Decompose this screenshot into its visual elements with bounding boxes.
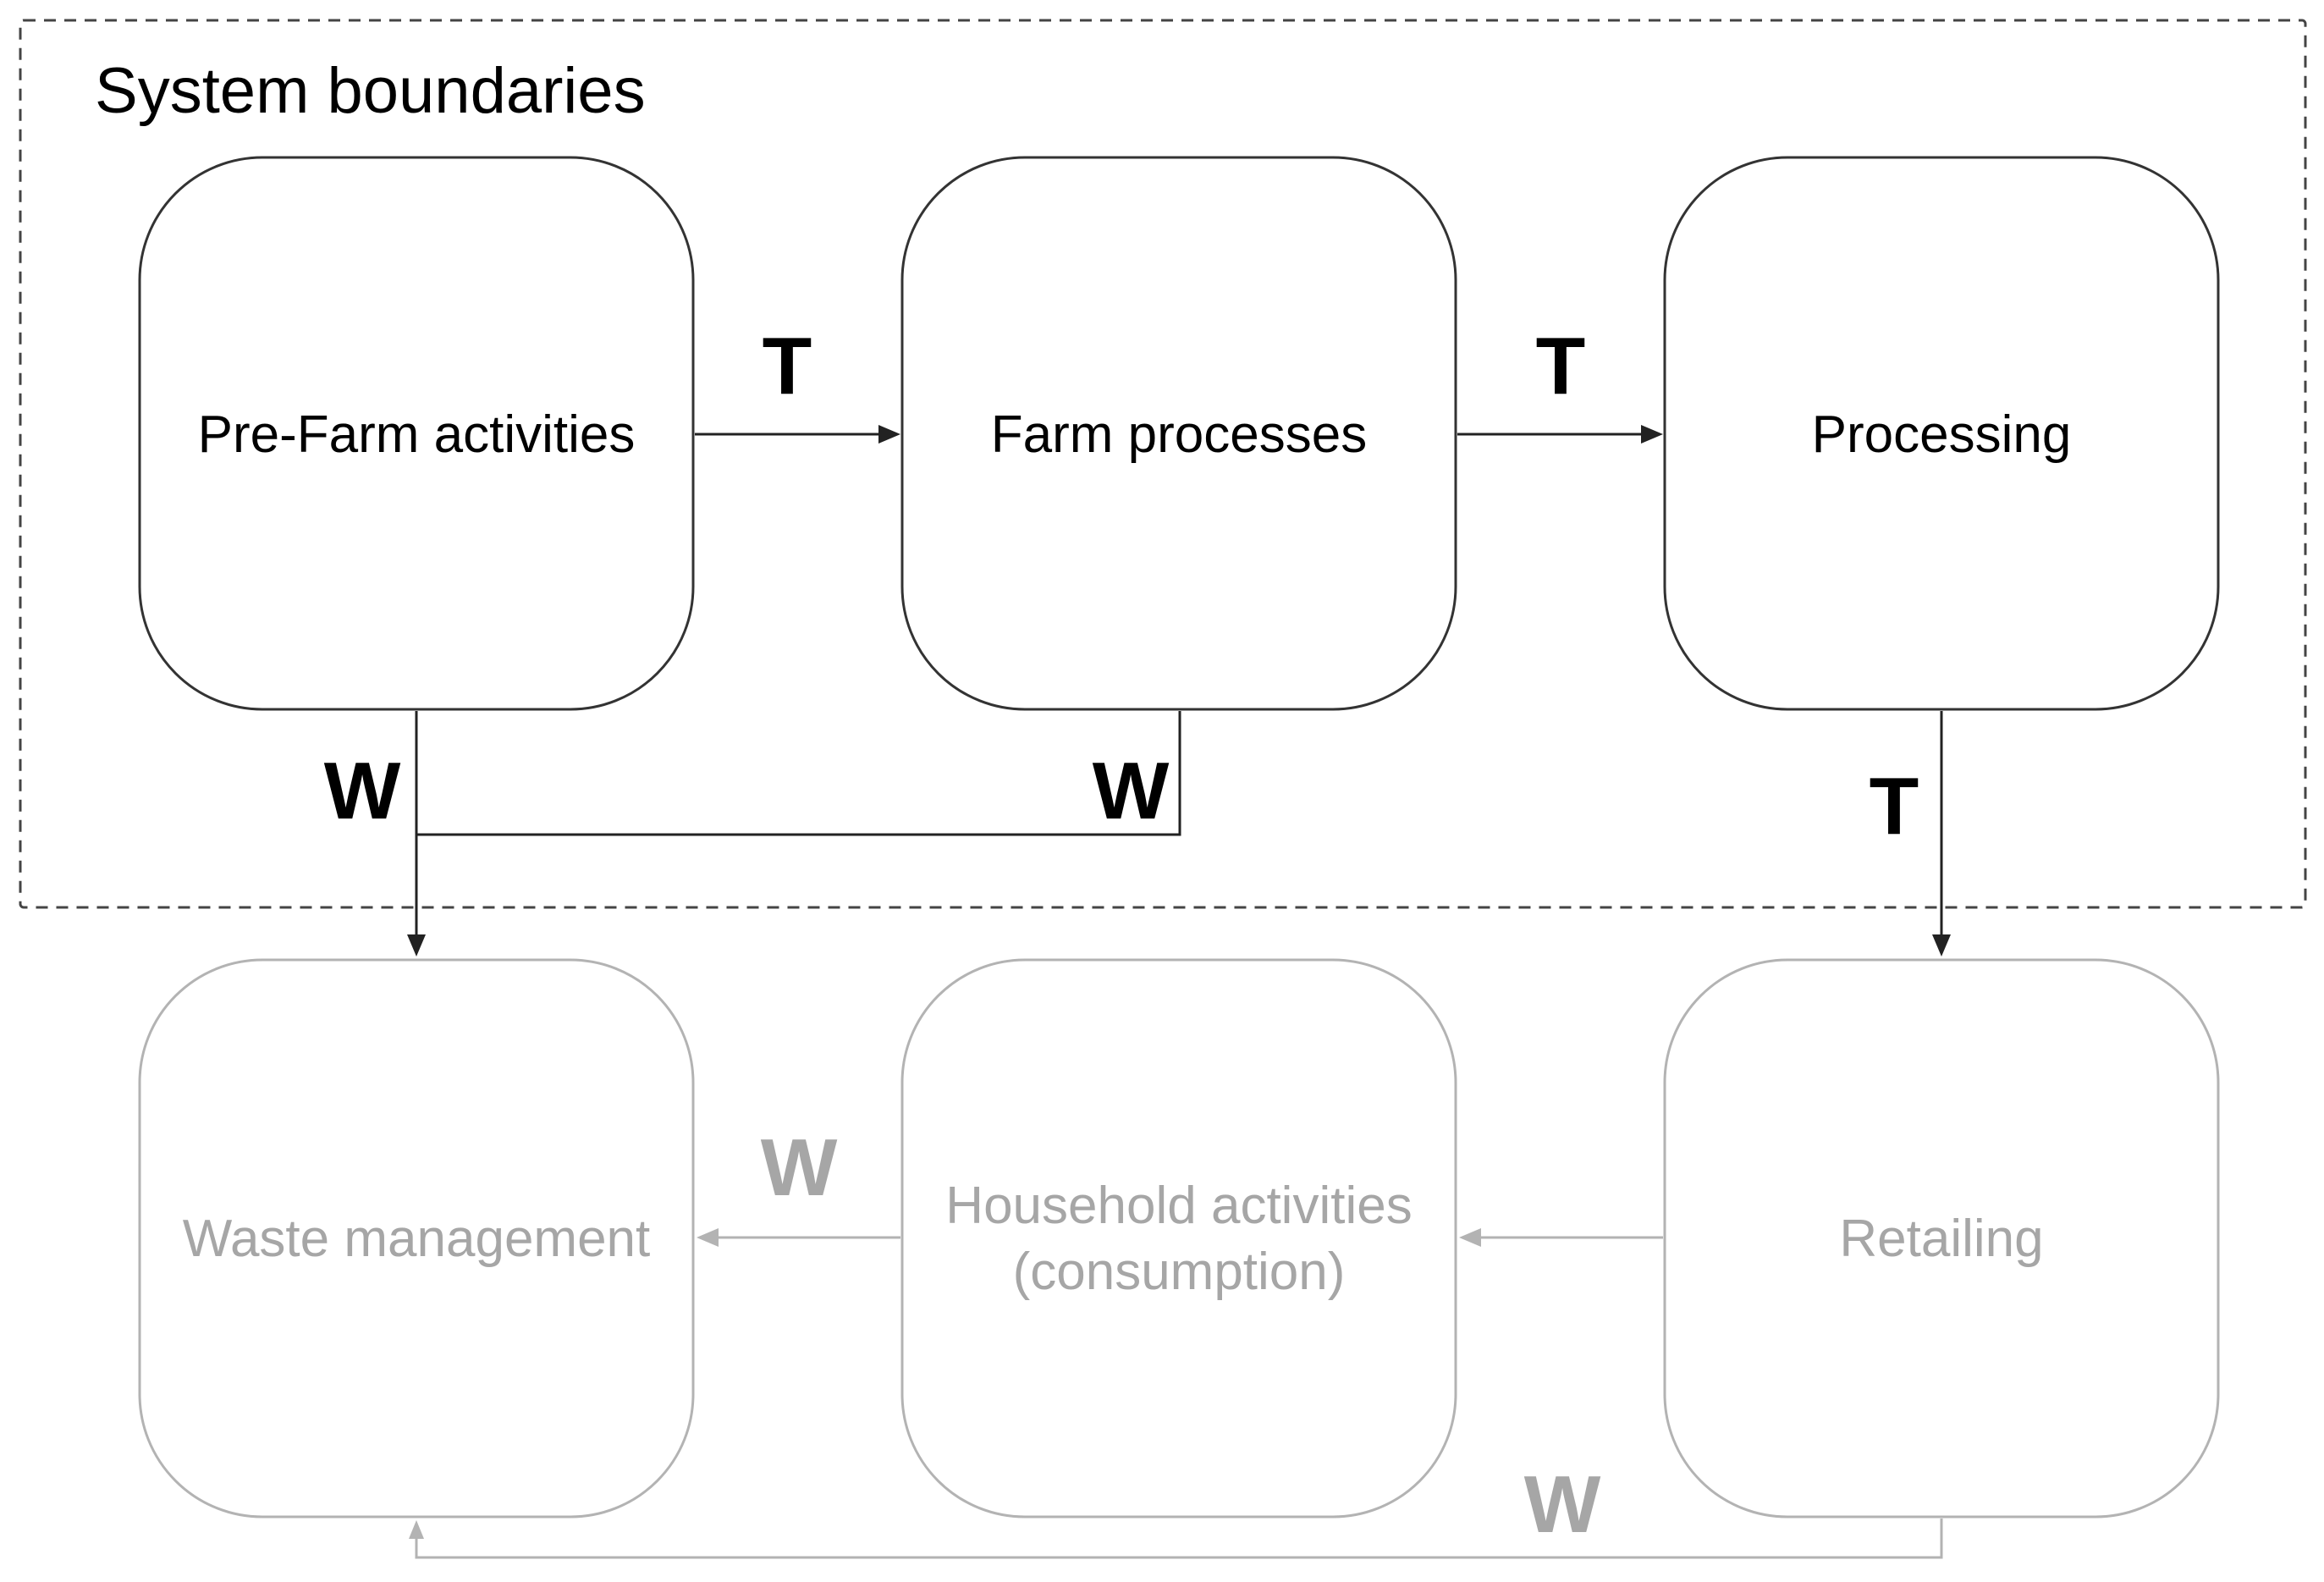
arrowhead-farm-to-processing <box>1641 425 1663 444</box>
node-pre-farm-box <box>138 156 695 711</box>
node-farm-label: Farm processes <box>991 405 1367 464</box>
system-boundary-label: System boundaries <box>95 55 646 127</box>
flow-label-farm-to-processing: T <box>1536 321 1586 411</box>
node-processing-box <box>1663 156 2220 711</box>
system-boundary-box <box>19 19 2307 909</box>
flow-label-prefarm-to-farm: T <box>763 321 812 411</box>
flow-label-farm-waste: W <box>1093 746 1170 836</box>
node-retailing-box <box>1663 958 2220 1519</box>
flow-label-retailing-to-waste: W <box>1524 1459 1601 1550</box>
flow-label-prefarm-waste: W <box>324 746 401 836</box>
node-household-label-line2: (consumption) <box>1013 1243 1346 1301</box>
node-processing-label: Processing <box>1812 405 2072 464</box>
line-farm-waste <box>416 711 1181 836</box>
arrow-retailing-to-waste <box>415 1519 1943 1559</box>
node-waste-box <box>138 958 695 1519</box>
node-pre-farm-label: Pre-Farm activities <box>198 405 636 464</box>
node-retailing-label: Retailing <box>1839 1210 2043 1268</box>
arrowhead-to-waste <box>407 934 426 956</box>
node-waste-label: Waste management <box>183 1210 651 1268</box>
node-farm-box <box>900 156 1457 711</box>
arrowhead-prefarm-to-farm <box>878 425 900 444</box>
flow-label-processing-to-retailing: T <box>1870 761 1919 852</box>
arrowhead-processing-to-retailing <box>1932 934 1951 956</box>
arrowhead-retailing-to-waste <box>409 1520 424 1539</box>
arrowhead-household-to-waste <box>697 1228 719 1247</box>
arrowhead-retailing-to-household <box>1459 1228 1481 1247</box>
node-household-label-line1: Household activities <box>945 1177 1412 1235</box>
node-household-box <box>900 958 1457 1519</box>
flow-label-household-to-waste: W <box>761 1122 838 1213</box>
